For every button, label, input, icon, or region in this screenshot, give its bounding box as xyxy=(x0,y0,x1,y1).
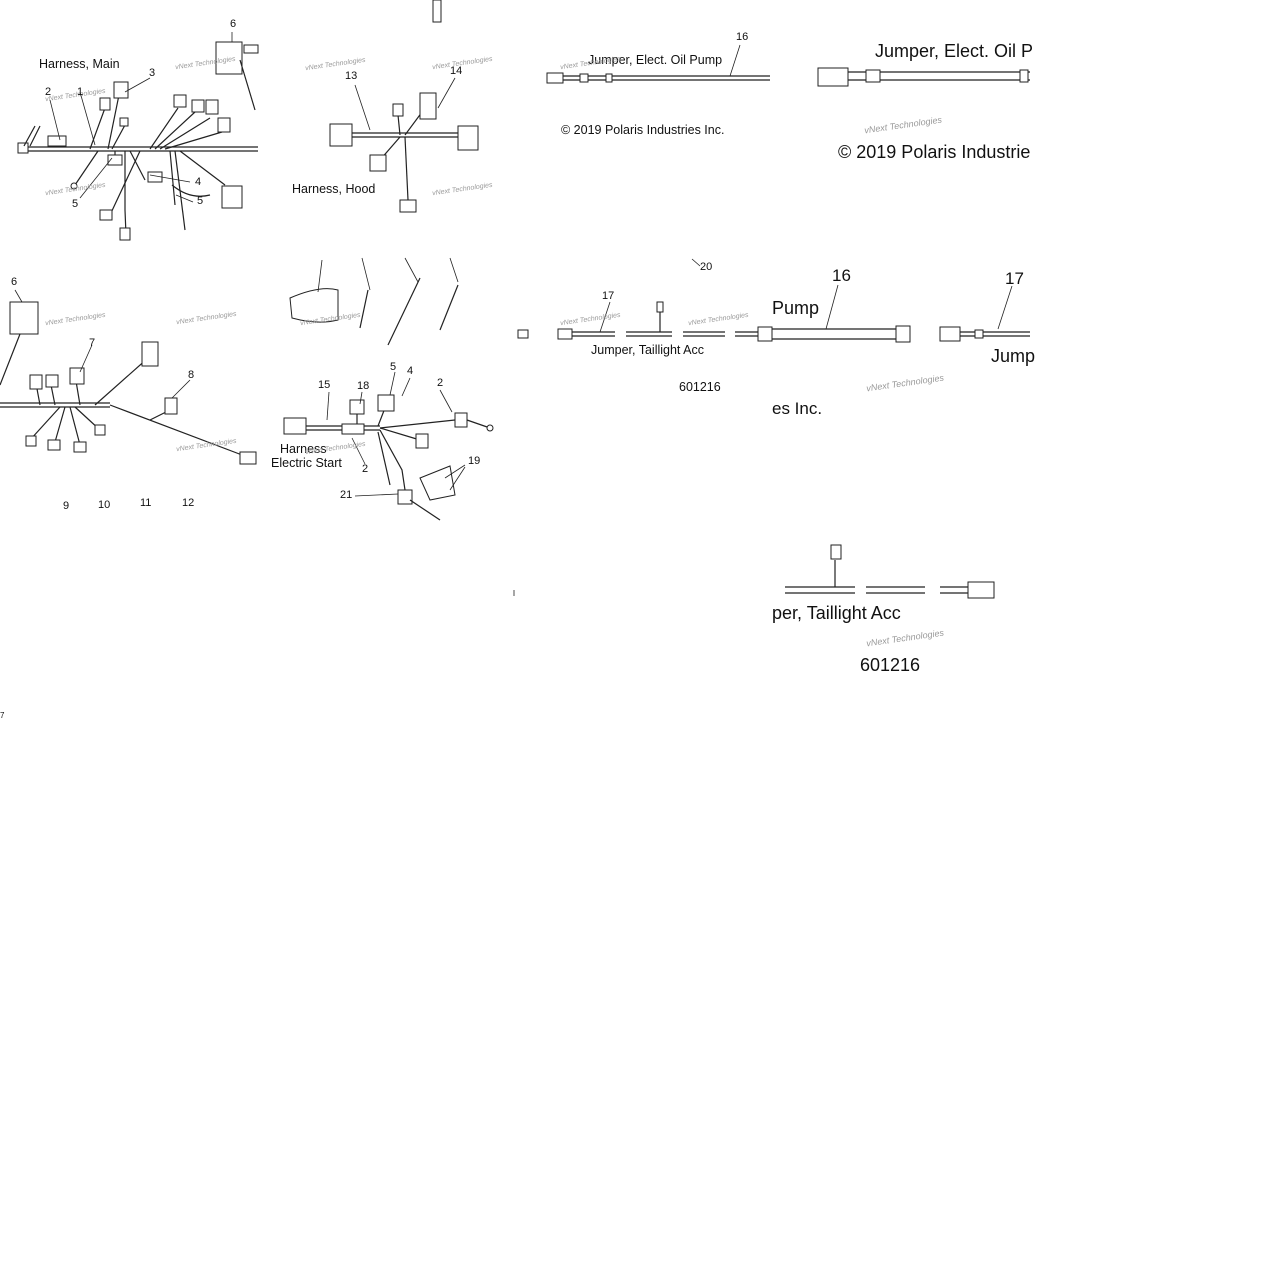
jumper-oil-pump-large-drawing xyxy=(817,67,1030,87)
harness-electric-start-title-line1: Harness xyxy=(280,442,327,456)
callout-number: 13 xyxy=(345,70,358,82)
harness-electric-start-title-line2: Electric Start xyxy=(271,456,342,470)
callout-number: 2 xyxy=(45,86,52,98)
copyright-text: © 2019 Polaris Industries Inc. xyxy=(561,123,725,137)
jumper-taillight-title-large: per, Taillight Acc xyxy=(772,603,901,623)
callout-number: 12 xyxy=(182,497,195,509)
harness-main-lower-drawing xyxy=(0,289,257,465)
callout-number: 9 xyxy=(63,500,70,512)
jumper-taillight-title: Jumper, Taillight Acc xyxy=(591,343,705,357)
callout-number: 11 xyxy=(140,497,152,509)
jumper-taillight-large-drawing xyxy=(513,544,995,599)
callout-number: 2 xyxy=(362,463,369,475)
drawing-number-large: 601216 xyxy=(860,655,921,675)
jumper-row-middle-drawing xyxy=(517,258,1030,343)
jumper-oil-pump-small-drawing xyxy=(546,44,770,84)
loose-parts-drawing xyxy=(289,257,459,346)
inc-text-fragment: es Inc. xyxy=(772,399,823,418)
pump-title-fragment: Pump xyxy=(772,298,820,318)
callout-number: 5 xyxy=(390,361,397,373)
harness-main-drawing xyxy=(17,32,259,241)
copyright-text-large: © 2019 Polaris Industrie xyxy=(838,142,1031,162)
callout-number: 4 xyxy=(407,365,414,377)
callout-number: 16 xyxy=(736,31,749,43)
callout-number: 16 xyxy=(832,266,851,285)
harness-electric-start-drawing xyxy=(283,371,494,521)
callout-number: 2 xyxy=(437,377,444,389)
callout-number: 19 xyxy=(468,455,481,467)
harness-hood-drawing xyxy=(329,0,479,213)
callout-number: 17 xyxy=(1005,269,1024,288)
jumper-oil-pump-title-large: Jumper, Elect. Oil P xyxy=(875,41,1034,61)
callout-number: 6 xyxy=(11,276,18,288)
callout-number: 18 xyxy=(357,380,370,392)
jump-title-fragment: Jump xyxy=(991,346,1036,366)
callout-number: 20 xyxy=(700,261,713,273)
callout-number: 7 xyxy=(89,337,96,349)
callout-number: 17 xyxy=(602,290,615,302)
callout-number: 1 xyxy=(77,86,84,98)
callout-number: 5 xyxy=(72,198,79,210)
callout-number: 8 xyxy=(188,369,195,381)
callout-number: 3 xyxy=(149,67,156,79)
callout-number: 21 xyxy=(340,489,353,501)
callout-number: 15 xyxy=(318,379,331,391)
jumper-oil-pump-title: Jumper, Elect. Oil Pump xyxy=(588,53,723,67)
drawing-number: 601216 xyxy=(679,380,721,394)
harness-main-title: Harness, Main xyxy=(39,57,120,71)
callout-number: 5 xyxy=(197,195,204,207)
callout-number: 4 xyxy=(195,176,202,188)
callout-number: 6 xyxy=(230,18,237,30)
callout-number: 10 xyxy=(98,499,111,511)
callout-number: 14 xyxy=(450,65,463,77)
harness-hood-title: Harness, Hood xyxy=(292,182,376,196)
callout-number: 7 xyxy=(0,711,5,720)
